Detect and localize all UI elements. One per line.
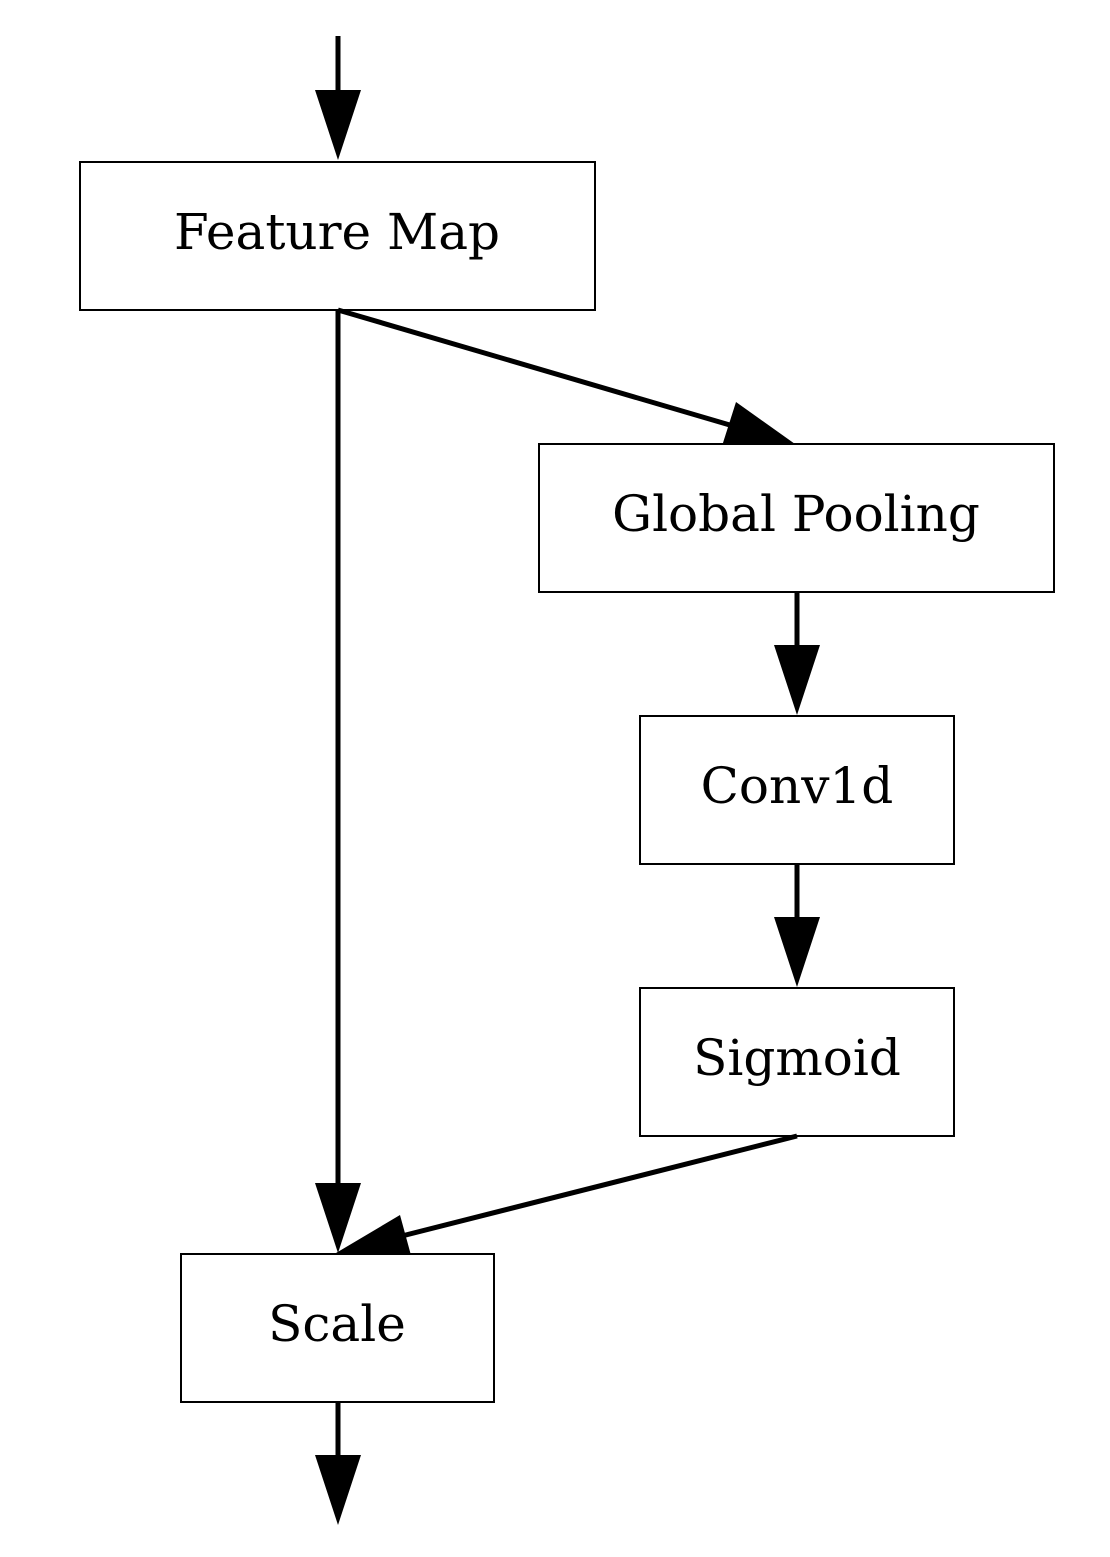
global-pooling-label: Global Pooling — [612, 485, 980, 543]
node-conv1d: Conv1d — [639, 715, 955, 865]
edge-global-pooling-to-conv1d — [774, 592, 820, 715]
edge-conv1d-to-sigmoid — [774, 864, 820, 987]
edge-sigmoid-to-scale — [336, 1133, 798, 1259]
node-scale: Scale — [180, 1253, 495, 1403]
node-sigmoid: Sigmoid — [639, 987, 955, 1137]
node-feature-map: Feature Map — [79, 161, 596, 311]
edge-feature-map-to-global-pooling — [337, 307, 795, 446]
feature-map-label: Feature Map — [174, 203, 500, 261]
edge-feature-map-to-scale — [315, 310, 361, 1253]
conv1d-label: Conv1d — [701, 757, 894, 815]
sigmoid-label: Sigmoid — [693, 1029, 901, 1087]
input-arrow — [315, 36, 361, 160]
node-global-pooling: Global Pooling — [538, 443, 1055, 593]
scale-label: Scale — [268, 1295, 406, 1353]
output-arrow — [315, 1402, 361, 1525]
